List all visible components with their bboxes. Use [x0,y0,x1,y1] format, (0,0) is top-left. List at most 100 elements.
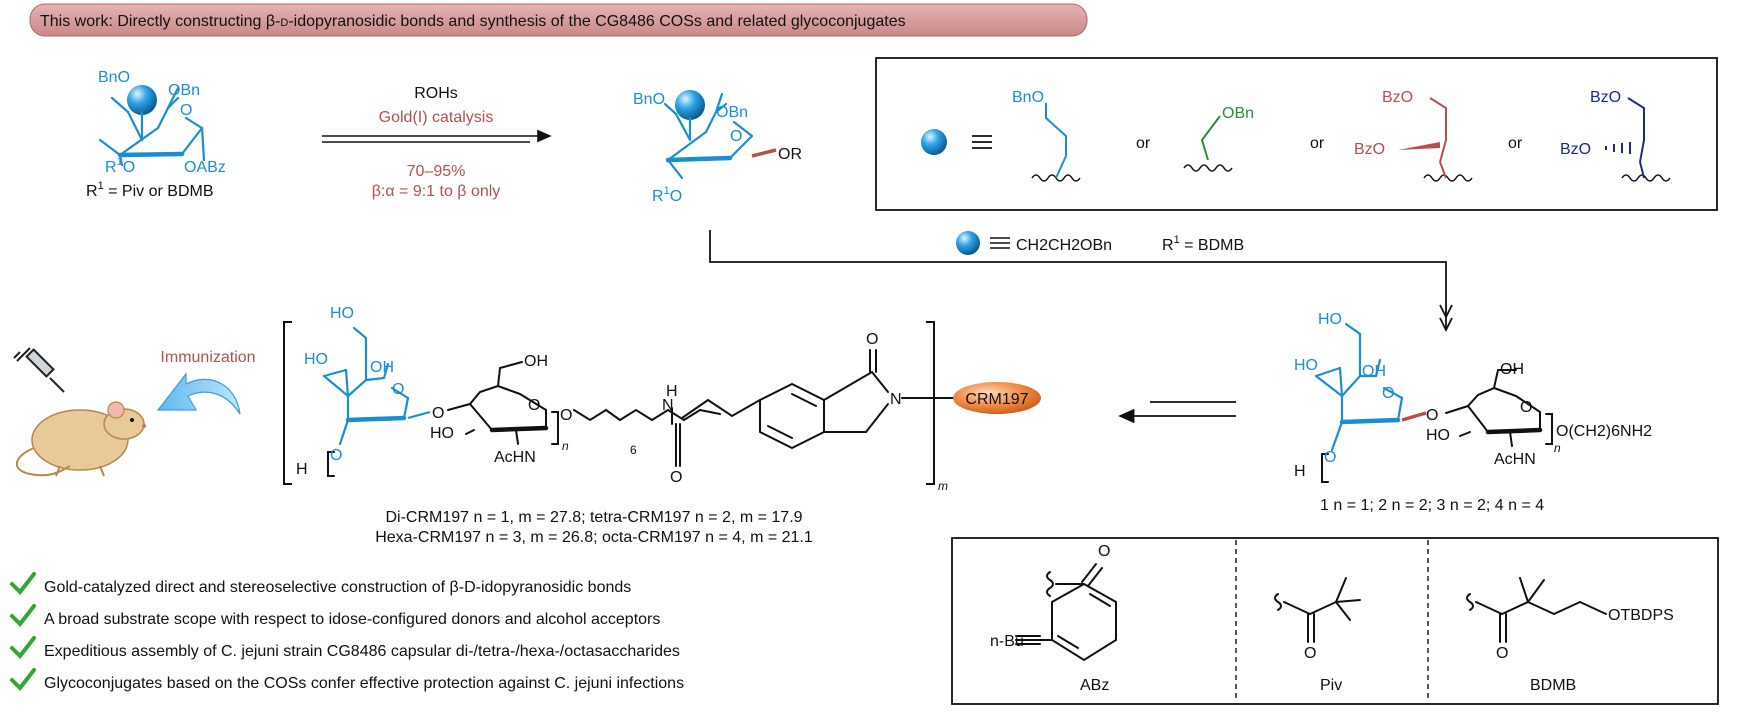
donor-label-ring-o: O [180,102,192,119]
oligo-label-oh: OH [1362,363,1386,380]
legend-or-2: or [1310,135,1325,152]
bdmb-otbdps: OTBDPS [1608,607,1674,624]
donor-labels: BnO OBn O R1O OABz [98,69,226,176]
immunization-label: Immunization [160,349,255,366]
abz-structure [1015,563,1117,662]
piv-structure [1274,577,1361,643]
bdmb-name: BDMB [1530,677,1576,694]
conjugation-arrows [1118,401,1236,424]
title-text-a: This work: Directly constructing β- [40,13,280,30]
legend-opt2-label: OBn [1222,105,1254,122]
reaction-catalyst: Gold(I) catalysis [379,109,494,126]
highlight-text-1: Gold-catalyzed direct and stereoselectiv… [44,579,631,596]
highlight-text-2: A broad substrate scope with respect to … [44,611,660,628]
legend-opt1-label: BnO [1012,89,1044,106]
conj-label-glyco-o: O [432,405,444,422]
legend-or-1: or [1136,135,1151,152]
conjugate-caption-1: Di-CRM197 n = 1, m = 27.8; tetra-CRM197 … [385,509,802,526]
donor-label-bno: BnO [98,69,130,86]
donor-label-obn: OBn [168,82,200,99]
legend-opt4b-label: BzO [1560,141,1591,158]
conj-label-lactam-n: N [890,391,902,408]
syringe-icon [13,347,65,393]
sphere-definition: CH2CH2OBn [1016,237,1112,254]
conj-label-lactam-o: O [866,331,878,348]
wedge-bond [1398,142,1440,150]
immunization-panel: Immunization [13,347,256,477]
conjugate-caption-2: Hexa-CRM197 n = 3, m = 26.8; octa-CRM197… [375,529,813,546]
conj-label-amide-h: H [666,383,678,400]
oligosaccharide-structure: HO HO OH O O O OH O HO AcHN O(CH2)6NH2 n… [1294,311,1652,514]
donor-r1-note: R1 = Piv or BDMB [86,180,214,200]
highlight-item: Expeditious assembly of C. jejuni strain… [10,636,680,660]
oligo-label-achn: AcHN [1494,451,1536,468]
legend-opt3b-label: BzO [1354,141,1385,158]
checkmark-icon [10,668,36,692]
sphere-icon [956,231,980,255]
oligo-label-ho-top: HO [1318,311,1342,328]
legend-option-3 [1429,97,1447,163]
reaction-acceptor: ROHs [414,85,458,102]
conj-label-ring-o2: O [528,397,540,414]
hash-bond [1605,142,1631,154]
oligo-label-ho2: HO [1426,427,1450,444]
conj-label-ring-o1: O [392,381,404,398]
oligo-label-o-chain: O [1324,449,1336,466]
product-label-or: OR [778,146,802,163]
beta-bond [751,148,777,158]
oligo-label-ring-o1: O [1382,385,1394,402]
title-text-b: -idopyranosidic bonds and synthesis of t… [288,13,905,30]
carrier-label: CRM197 [965,391,1028,408]
legend-or-3: or [1508,135,1523,152]
conj-label-amide-o: O [670,469,682,486]
piv-name: Piv [1320,677,1342,694]
conj-label-amide-n: N [662,397,674,414]
conj-label-ho-top: HO [330,305,354,322]
legend-option-1 [1045,103,1067,156]
oligo-label-glyco-o: O [1426,407,1438,424]
sphere-icon [127,85,157,115]
conj-label-m: m [938,479,948,493]
crm197-carrier: CRM197 [953,382,1041,414]
svg-text:This work: Directly constructi: This work: Directly constructing β-D-ido… [40,13,906,30]
abz-name: ABz [1080,677,1109,694]
conj-label-oh2: OH [524,353,548,370]
reaction-yield: 70–95% [407,163,466,180]
oligo-label-linker: O(CH2)6NH2 [1556,423,1652,440]
curved-arrow-icon [156,372,241,415]
reaction-selectivity: β:α = 9:1 to β only [372,183,501,200]
checkmark-icon [10,572,36,596]
highlight-item: A broad substrate scope with respect to … [10,604,660,628]
oligo-label-ho-left: HO [1294,357,1318,374]
legend-option-4 [1627,97,1645,163]
highlight-text-3: Expeditious assembly of C. jejuni strain… [44,643,680,660]
mouse-icon [16,401,146,477]
highlight-text-4: Glycoconjugates based on the COSs confer… [44,675,684,692]
donor-label-oabz: OABz [184,159,226,176]
r1-definition: R1 = BDMB [1162,234,1244,254]
title-banner: This work: Directly constructing β-D-ido… [29,3,1088,37]
product-labels: BnO OBn O OR R1O [633,91,802,205]
highlight-item: Glycoconjugates based on the COSs confer… [10,668,684,692]
legend-option-2 [1200,115,1221,161]
legend-opt3a-label: BzO [1382,89,1413,106]
oligo-label-h: H [1294,463,1306,480]
product-structure [663,90,754,180]
bdmb-structure [1466,577,1607,643]
reaction-arrow: ROHs Gold(I) catalysis 70–95% β:α = 9:1 … [322,85,552,200]
oligo-label-ring-o2: O [1520,399,1532,416]
oligo-label-n: n [1554,441,1561,455]
glycoconjugate-structure: HO HO OH O O O OH O HO AcHN O n 6 N H O … [283,305,1041,546]
conj-label-ho2: HO [430,425,454,442]
conj-label-n: n [562,439,569,453]
highlight-item: Gold-catalyzed direct and stereoselectiv… [10,572,631,596]
abz-o: O [1098,543,1110,560]
title-text-d: D [280,17,288,29]
conj-label-o-chain: O [330,447,342,464]
product-label-obn: OBn [716,104,748,121]
bdmb-o: O [1496,645,1508,662]
conj-label-h: H [296,461,308,478]
highlights-list: Gold-catalyzed direct and stereoselectiv… [10,572,684,692]
legend-opt4a-label: BzO [1590,89,1621,106]
